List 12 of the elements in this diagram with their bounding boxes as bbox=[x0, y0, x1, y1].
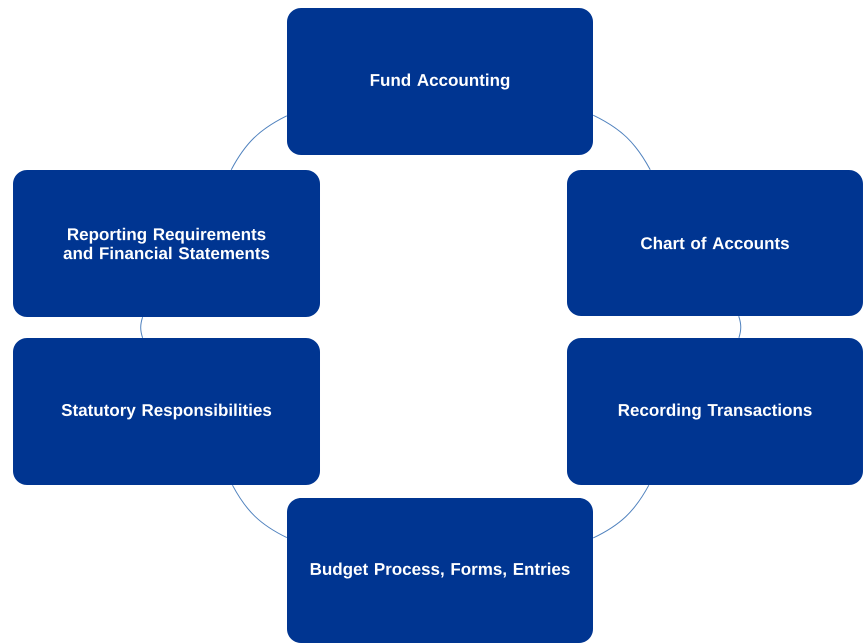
connector-arc bbox=[232, 484, 288, 538]
connector-arc bbox=[140, 316, 144, 338]
connector-arc bbox=[592, 484, 650, 538]
connector-arc bbox=[230, 115, 288, 170]
process-box: Recording Transactions bbox=[567, 338, 863, 485]
process-box: Reporting Requirements and Financial Statements bbox=[13, 170, 320, 317]
process-box: Fund Accounting bbox=[287, 8, 593, 155]
connector-arc bbox=[738, 316, 742, 338]
process-box: Statutory Responsibilities bbox=[13, 338, 320, 485]
process-box: Budget Process, Forms, Entries bbox=[287, 498, 593, 643]
connector-arc bbox=[592, 114, 651, 170]
process-box: Chart of Accounts bbox=[567, 170, 863, 316]
